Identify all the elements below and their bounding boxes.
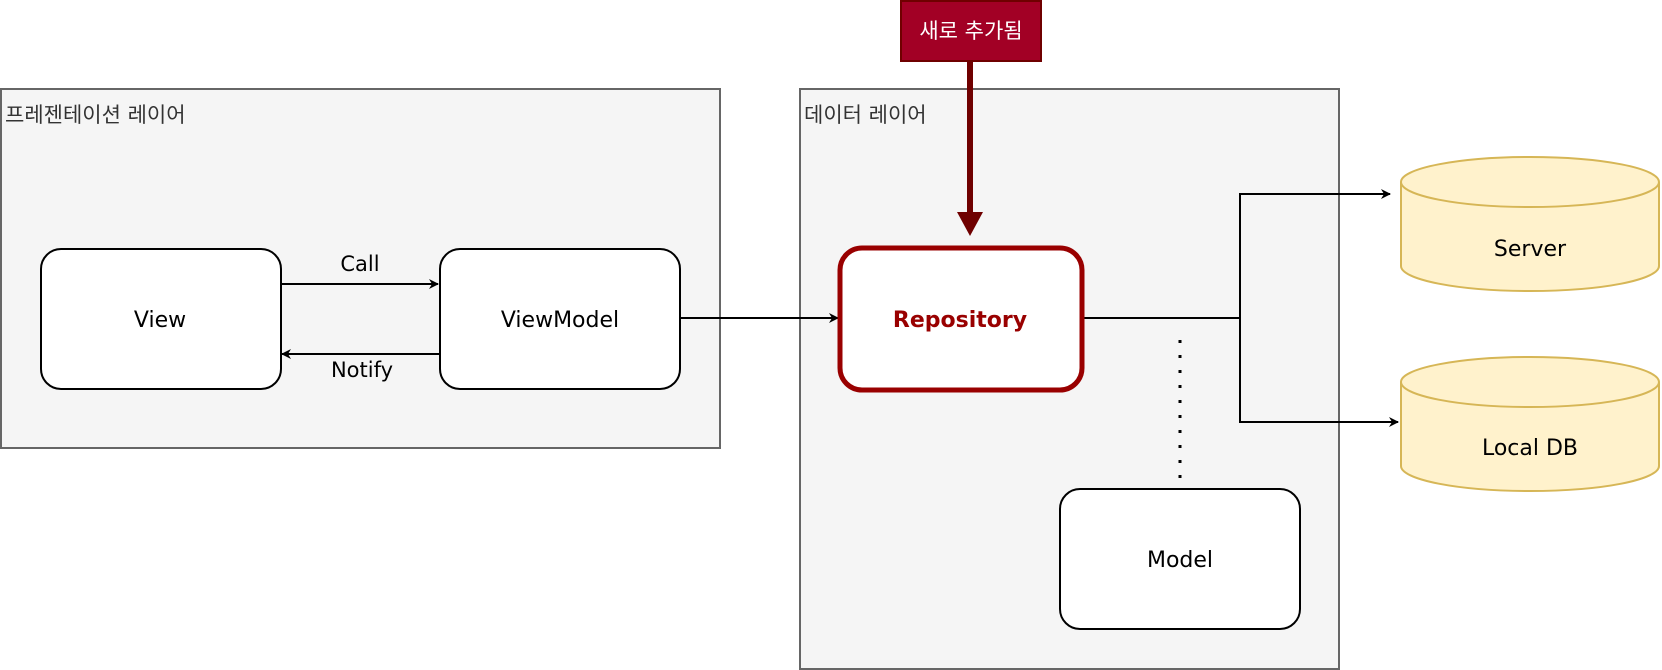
server-label: Server bbox=[1494, 237, 1567, 262]
model-label: Model bbox=[1147, 548, 1213, 573]
repository-label: Repository bbox=[893, 308, 1027, 333]
repository-to-server-edge bbox=[1082, 189, 1391, 319]
view-box bbox=[40, 248, 282, 390]
notify-edge-label: Notify bbox=[331, 358, 393, 382]
repository-node: Repository bbox=[837, 245, 1085, 393]
model-node: Model bbox=[1059, 488, 1301, 630]
badge-arrow-head bbox=[957, 212, 983, 236]
presentation-layer-title: 프레젠테이션 레이어 bbox=[5, 103, 186, 127]
local-db-cylinder-top bbox=[1400, 356, 1660, 408]
server-cylinder-top bbox=[1400, 156, 1660, 208]
model-box bbox=[1059, 488, 1301, 630]
view-node: View bbox=[40, 248, 282, 390]
local-db-label: Local DB bbox=[1482, 436, 1578, 461]
viewmodel-box bbox=[439, 248, 681, 390]
data-layer-title: 데이터 레이어 bbox=[804, 103, 927, 127]
repository-box bbox=[837, 245, 1085, 393]
server-database: Server bbox=[1400, 156, 1660, 292]
new-badge-box bbox=[900, 0, 1042, 62]
local-db-database: Local DB bbox=[1400, 356, 1660, 492]
server-cylinder-body bbox=[1400, 182, 1660, 292]
viewmodel-label: ViewModel bbox=[501, 308, 619, 333]
call-edge-label: Call bbox=[340, 252, 379, 276]
new-badge-label: 새로 추가됨 bbox=[919, 19, 1022, 43]
viewmodel-node: ViewModel bbox=[439, 248, 681, 390]
local-db-cylinder-body bbox=[1400, 382, 1660, 492]
view-label: View bbox=[134, 308, 186, 333]
new-badge: 새로 추가됨 bbox=[900, 0, 1042, 62]
edges: Call Notify bbox=[280, 62, 1399, 488]
repository-to-localdb-edge bbox=[1239, 318, 1399, 427]
